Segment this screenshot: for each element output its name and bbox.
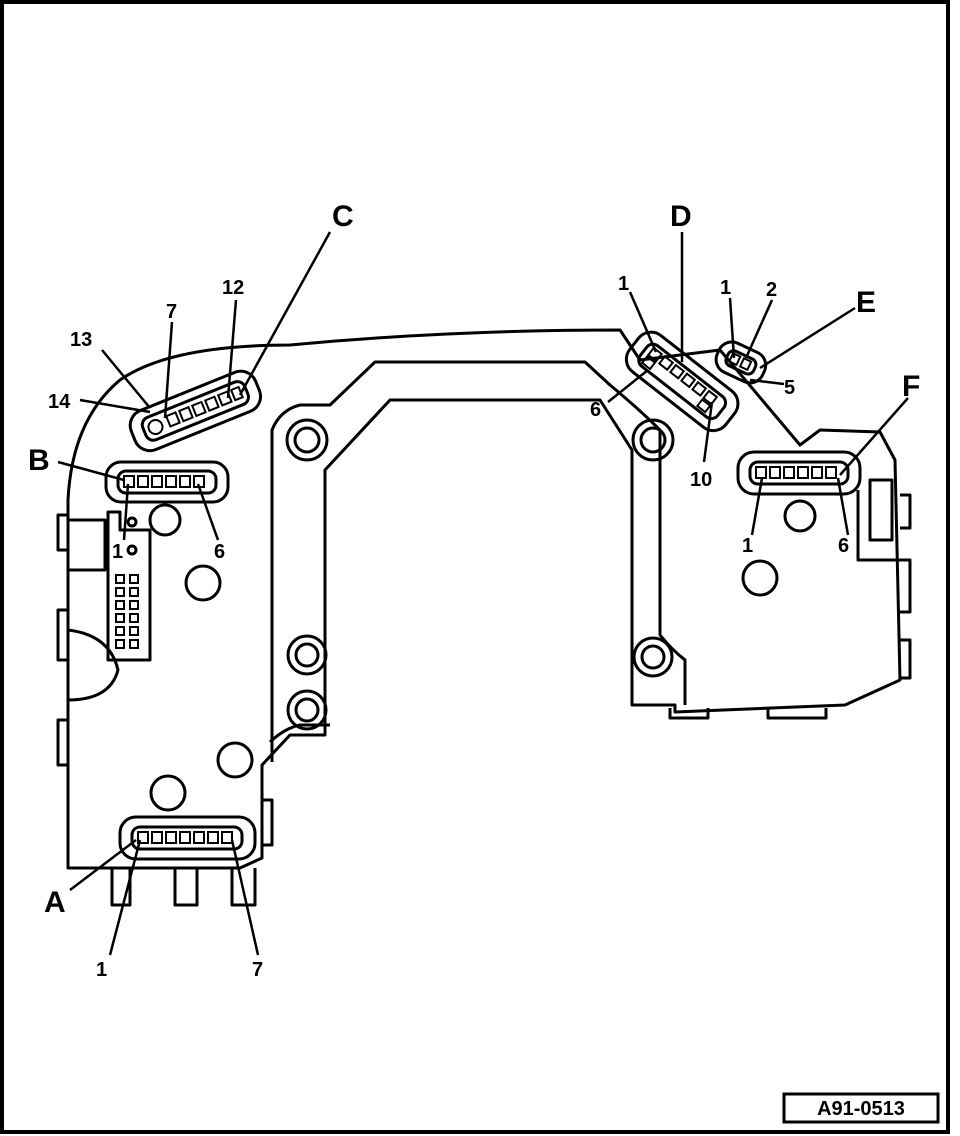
- label-b-pin-first: 1: [112, 541, 123, 563]
- connector-c: [128, 369, 263, 453]
- pin-grid: [115, 574, 139, 649]
- label-e-pin-5: 5: [784, 377, 795, 399]
- label-d-pin-1: 1: [618, 273, 629, 295]
- label-c: C: [332, 200, 354, 233]
- connector-d: [624, 330, 740, 433]
- label-c-pin-7: 7: [166, 301, 177, 323]
- board-outline: [56, 328, 912, 907]
- connector-e: [714, 340, 768, 385]
- label-c-pin-13: 13: [70, 329, 92, 351]
- label-c-pin-12: 12: [222, 277, 244, 299]
- connector-a: [118, 815, 257, 861]
- label-d-pin-10: 10: [690, 469, 712, 491]
- label-f-pin-first: 1: [742, 535, 753, 557]
- label-e-pin-2: 2: [766, 279, 777, 301]
- label-b: B: [28, 444, 50, 477]
- label-f: F: [902, 370, 920, 403]
- connector-b: [104, 460, 230, 504]
- label-d-pin-6: 6: [590, 399, 601, 421]
- leader-lines: [57, 231, 909, 956]
- label-e-pin-1: 1: [720, 277, 731, 299]
- label-e: E: [856, 286, 876, 319]
- label-a-pin-first: 1: [96, 959, 107, 981]
- mounting-bosses: [285, 418, 675, 731]
- label-f-pin-last: 6: [838, 535, 849, 557]
- figure-reference-box: A91-0513: [782, 1092, 940, 1124]
- figure-reference: A91-0513: [817, 1098, 905, 1120]
- label-b-pin-last: 6: [214, 541, 225, 563]
- label-a: A: [44, 886, 66, 919]
- board-holes: [126, 499, 817, 812]
- label-c-pin-14: 14: [48, 391, 71, 413]
- label-a-pin-last: 7: [252, 959, 263, 981]
- label-d: D: [670, 200, 692, 233]
